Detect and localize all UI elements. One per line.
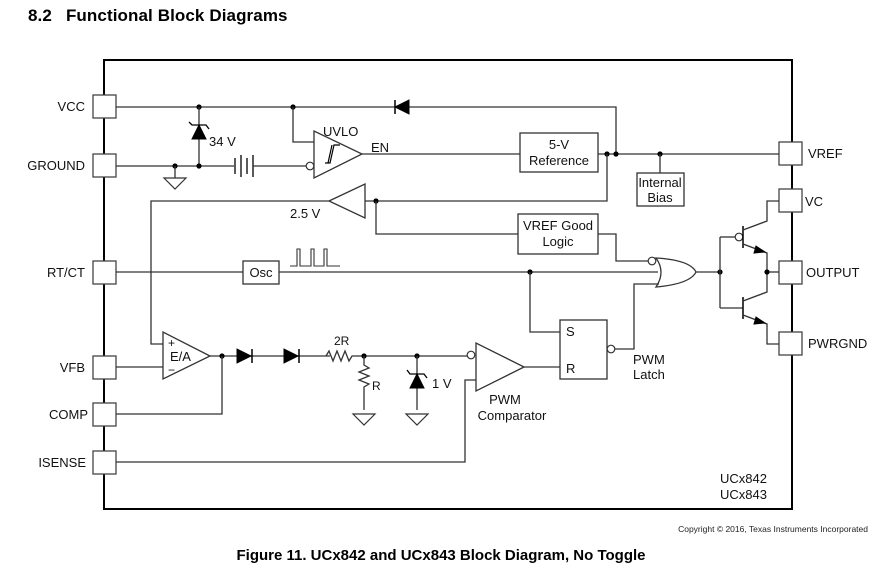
pin-ground: GROUND: [27, 153, 117, 178]
ea-label: E/A: [170, 349, 191, 364]
pin-pwrgnd: PWRGND: [778, 331, 867, 356]
latch-label-2: Latch: [633, 367, 665, 382]
pwm-comparator: [475, 341, 526, 393]
pin-pwrgnd-label: PWRGND: [808, 336, 867, 351]
reference-label-1: 5-V: [549, 137, 570, 152]
reference-block: [519, 132, 599, 173]
diode-2-icon: [283, 348, 300, 364]
section-number: 8.2: [28, 6, 52, 25]
pin-vref-label: VREF: [808, 146, 843, 161]
bias-label-2: Bias: [647, 190, 673, 205]
vref-good-label-2: Logic: [542, 234, 574, 249]
vcc-diode-icon: [393, 99, 410, 115]
resistor-2r-label: 2R: [334, 334, 350, 348]
resistor-r-icon: [357, 356, 371, 410]
pin-output: OUTPUT: [778, 260, 860, 285]
pin-vcc: VCC: [58, 94, 117, 119]
comparator-label-2: Comparator: [478, 408, 547, 423]
latch-s-label: S: [566, 324, 575, 339]
buffer-2-5v-label: 2.5 V: [290, 206, 321, 221]
vref-good-logic-block: [517, 213, 599, 255]
zener-34v-label: 34 V: [209, 134, 236, 149]
pin-output-label: OUTPUT: [806, 265, 860, 280]
comparator-label-1: PWM: [489, 392, 521, 407]
ground-symbol-icon: [404, 413, 430, 426]
vcc-wire: [116, 106, 617, 154]
pin-vc: VC: [778, 188, 823, 213]
pin-ground-label: GROUND: [27, 158, 85, 173]
diode-1-icon: [236, 348, 253, 364]
isense-wire: [116, 379, 476, 463]
resistor-r-label: R: [372, 379, 381, 393]
copyright-notice: Copyright © 2016, Texas Instruments Inco…: [678, 524, 868, 534]
pin-comp: COMP: [49, 402, 117, 427]
device-label-1: UCx842: [720, 471, 767, 486]
nor-gate: [647, 256, 697, 288]
pin-rtct: RT/CT: [47, 260, 117, 285]
buffer-2-5v: [327, 182, 366, 220]
en-label: EN: [371, 140, 389, 155]
pin-vfb-label: VFB: [60, 360, 85, 375]
resistor-2r-icon: [325, 349, 475, 363]
vref-good-label-1: VREF Good: [523, 218, 593, 233]
pulse-waveform-icon: [290, 248, 340, 267]
internal-bias-block: [636, 172, 685, 207]
osc-label: Osc: [249, 265, 273, 280]
ea-minus-label: −: [168, 363, 175, 377]
error-amplifier: [162, 330, 212, 381]
hysteresis-icon: [325, 144, 340, 164]
figure-caption: Figure 11. UCx842 and UCx843 Block Diagr…: [236, 547, 646, 564]
ground-symbol-icon: [162, 177, 188, 190]
bias-label-1: Internal: [638, 175, 681, 190]
section-title: Functional Block Diagrams: [65, 6, 288, 25]
device-label-2: UCx843: [720, 487, 767, 502]
section-heading: 8.2 Functional Block Diagrams: [28, 6, 288, 26]
pwm-latch-block: [559, 319, 608, 380]
pin-isense-label: ISENSE: [38, 455, 86, 470]
reference-label-2: Reference: [529, 153, 589, 168]
ground-symbol-icon: [351, 413, 377, 426]
latch-r-label: R: [566, 361, 575, 376]
pin-vref: VREF: [778, 141, 843, 166]
pin-rtct-label: RT/CT: [47, 265, 85, 280]
zener-1v-icon: [406, 369, 428, 389]
zener-1v-label: 1 V: [432, 376, 452, 391]
pin-comp-label: COMP: [49, 407, 88, 422]
battery-icon: [234, 155, 254, 177]
pin-isense: ISENSE: [38, 450, 117, 475]
uvlo-comparator: [305, 129, 364, 180]
upper-transistor-icon: [742, 200, 779, 272]
pin-vcc-label: VCC: [58, 99, 85, 114]
latch-label-1: PWM: [633, 352, 665, 367]
pin-vfb: VFB: [60, 355, 117, 380]
pin-vc-label: VC: [805, 194, 823, 209]
uvlo-label: UVLO: [323, 124, 358, 139]
ea-plus-label: +: [168, 336, 175, 350]
zener-34v-icon: [188, 121, 210, 140]
lower-transistor-icon: [742, 272, 779, 345]
